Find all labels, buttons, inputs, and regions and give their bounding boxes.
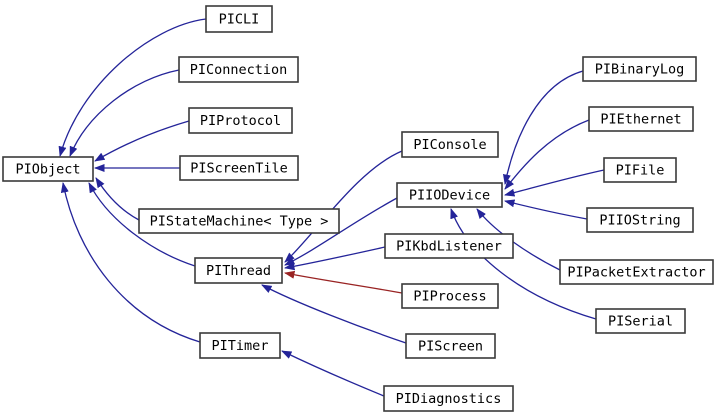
class-node-pibinarylog[interactable]: PIBinaryLog [582, 56, 697, 82]
class-node-box[interactable] [603, 157, 677, 183]
class-node-pidiagnostics[interactable]: PIDiagnostics [383, 385, 514, 412]
class-node-pifile[interactable]: PIFile [603, 157, 677, 183]
inheritance-edge-picli-to-piobject [58, 18, 207, 157]
inheritance-edge-piserial-to-piiodevice [450, 208, 597, 320]
class-node-piethernet[interactable]: PIEthernet [588, 106, 694, 132]
class-node-label: PIEthernet [600, 112, 681, 128]
class-node-label: PIKbdListener [396, 239, 502, 255]
class-node-box[interactable] [595, 308, 686, 334]
class-node-box[interactable] [588, 106, 694, 132]
class-node-label: PIFile [616, 163, 665, 179]
class-node-piiostring[interactable]: PIIOString [586, 207, 694, 233]
class-node-piconsole[interactable]: PIConsole [401, 131, 499, 158]
inheritance-edge-piconnection-to-piobject [69, 69, 180, 157]
class-node-piconnection[interactable]: PIConnection [178, 56, 299, 83]
class-node-label: PICLI [219, 12, 260, 28]
class-node-box[interactable] [138, 208, 340, 234]
inheritance-edge-piprotocol-to-piobject [94, 120, 190, 162]
inheritance-edge-pitimer-to-piobject [60, 182, 201, 343]
class-node-label: PIBinaryLog [595, 62, 684, 78]
inheritance-edge-piethernet-to-piiodevice [504, 119, 590, 190]
class-node-box[interactable] [586, 207, 694, 233]
class-node-piprotocol[interactable]: PIProtocol [188, 107, 293, 134]
class-node-box[interactable] [405, 333, 496, 359]
class-node-picli[interactable]: PICLI [205, 5, 273, 33]
class-node-box[interactable] [194, 257, 283, 284]
class-node-box[interactable] [2, 156, 94, 182]
class-node-box[interactable] [384, 233, 514, 259]
class-node-label: PIObject [15, 162, 80, 178]
class-node-box[interactable] [582, 56, 697, 82]
class-node-box[interactable] [205, 5, 273, 33]
class-node-piscreen[interactable]: PIScreen [405, 333, 496, 359]
class-node-label: PIStateMachine< Type > [150, 214, 329, 230]
class-node-pitimer[interactable]: PITimer [199, 332, 281, 359]
class-node-box[interactable] [178, 56, 299, 83]
class-node-label: PIPacketExtractor [567, 265, 705, 281]
inheritance-edge-piscreen-to-pithread [261, 284, 407, 344]
class-node-label: PIIOString [599, 213, 680, 229]
inheritance-edge-pifile-to-piiodevice [504, 169, 605, 197]
nodes-layer: PIObject PICLI PIConnectionPIProtocolPIScr… [2, 5, 714, 412]
class-node-label: PIProcess [413, 289, 486, 305]
class-node-piscreentile[interactable]: PIScreenTile [179, 155, 299, 181]
class-node-label: PIScreenTile [190, 161, 288, 177]
class-node-pithread[interactable]: PIThread [194, 257, 283, 284]
class-node-label: PISerial [608, 314, 673, 330]
class-node-piiodevice[interactable]: PIIODevice [396, 182, 503, 208]
inheritance-edge-piconsole-to-pithread [284, 150, 403, 263]
inheritance-edge-pibinarylog-to-piiodevice [502, 70, 584, 185]
inheritance-edge-pikbdlistener-to-pithread [284, 246, 386, 271]
inheritance-edge-piprocess-to-pithread [284, 270, 403, 294]
class-node-pipacketextractor[interactable]: PIPacketExtractor [559, 259, 714, 285]
class-node-label: PIDiagnostics [396, 391, 502, 407]
inheritance-edge-piiodevice-to-pithread [284, 197, 398, 266]
class-node-pistatemachine-type[interactable]: PIStateMachine< Type > [138, 208, 340, 234]
class-node-box[interactable] [383, 385, 514, 412]
class-node-label: PIThread [206, 263, 271, 279]
class-node-label: PIIODevice [409, 188, 490, 204]
class-node-box[interactable] [179, 155, 299, 181]
inheritance-edge-pistatemachine-type-to-piobject [95, 177, 140, 221]
class-node-label: PIConnection [190, 62, 288, 78]
class-node-box[interactable] [396, 182, 503, 208]
inheritance-edge-piiostring-to-piiodevice [504, 199, 588, 220]
class-node-piprocess[interactable]: PIProcess [401, 283, 499, 309]
edges-layer [58, 18, 605, 397]
class-node-box[interactable] [401, 131, 499, 158]
inheritance-edge-pithread-to-piobject [88, 182, 196, 267]
class-node-box[interactable] [188, 107, 293, 134]
class-node-pikbdlistener[interactable]: PIKbdListener [384, 233, 514, 259]
class-node-box[interactable] [199, 332, 281, 359]
class-node-box[interactable] [401, 283, 499, 309]
class-node-box[interactable] [559, 259, 714, 285]
class-node-piserial[interactable]: PISerial [595, 308, 686, 334]
inheritance-edge-pidiagnostics-to-pitimer [281, 350, 385, 397]
class-node-piobject[interactable]: PIObject [2, 156, 94, 182]
class-node-label: PIConsole [413, 137, 486, 153]
class-node-label: PIScreen [418, 339, 483, 355]
class-node-label: PITimer [212, 338, 269, 354]
class-node-label: PIProtocol [200, 113, 281, 129]
